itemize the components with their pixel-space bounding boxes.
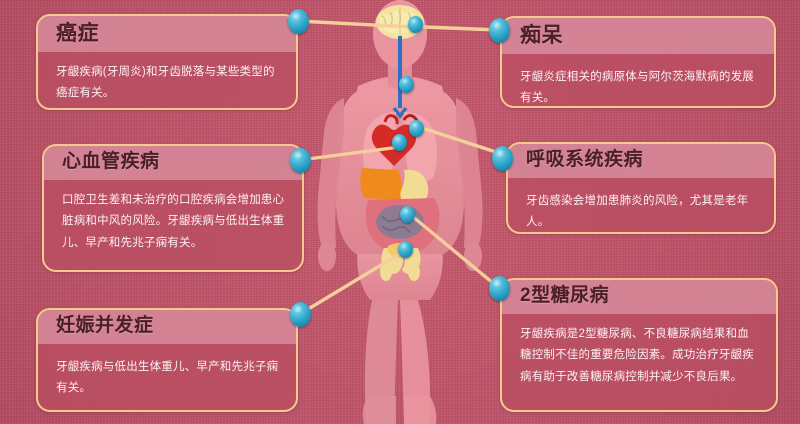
panel-respiratory-text: 牙齿感染会增加患肺炎的风险，尤其是老年人。 [526,195,749,229]
connector-dot-cancer[interactable] [288,9,309,34]
body-marker-pelvis[interactable] [398,241,413,258]
panel-cardiovascular-text: 口腔卫生差和未治疗的口腔疾病会增加患心脏病和中风的风险。牙龈疾病与低出生体重儿、… [62,194,285,249]
panel-cancer-header: 癌症 [38,16,296,53]
panel-diabetes-text: 牙龈疾病是2型糖尿病、不良糖尿病结果和血糖控制不佳的重要危险因素。成功治疗牙龈疾… [520,328,754,383]
body-marker-lung[interactable] [409,120,424,137]
organ-liver [360,168,402,200]
panel-cardiovascular-header: 心血管疾病 [44,146,302,180]
body-marker-throat[interactable] [399,76,414,93]
panel-dementia-title: 痴呆 [520,24,563,47]
body-marker-brain[interactable] [408,16,423,33]
panel-diabetes-title: 2型糖尿病 [520,285,610,307]
panel-cancer-text: 牙龈疾病(牙周炎)和牙齿脱落与某些类型的癌症有关。 [56,66,275,100]
body-marker-gut[interactable] [400,206,415,223]
panel-diabetes-header: 2型糖尿病 [502,280,776,314]
connector-dot-diabetes[interactable] [489,276,510,301]
panel-diabetes[interactable]: 2型糖尿病 牙龈疾病是2型糖尿病、不良糖尿病结果和血糖控制不佳的重要危险因素。成… [500,278,778,412]
panel-cardiovascular-title: 心血管疾病 [62,151,160,173]
panel-cancer-title: 癌症 [56,22,99,45]
panel-respiratory[interactable]: 呼吸系统疾病 牙齿感染会增加患肺炎的风险，尤其是老年人。 [506,142,776,234]
panel-dementia-text: 牙龈炎症相关的病原体与阿尔茨海默病的发展有关。 [520,71,754,105]
panel-pregnancy[interactable]: 妊娠并发症 牙龈疾病与低出生体重儿、早产和先兆子痫有关。 [36,308,298,412]
connector-dot-respiratory[interactable] [492,146,513,171]
panel-cancer[interactable]: 癌症 牙龈疾病(牙周炎)和牙齿脱落与某些类型的癌症有关。 [36,14,298,110]
panel-respiratory-header: 呼吸系统疾病 [508,144,774,178]
connector-dot-cardiovascular[interactable] [290,148,311,173]
panel-pregnancy-text: 牙龈疾病与低出生体重儿、早产和先兆子痫有关。 [56,361,279,395]
panel-pregnancy-title: 妊娠并发症 [56,315,154,337]
panel-cardiovascular[interactable]: 心血管疾病 口腔卫生差和未治疗的口腔疾病会增加患心脏病和中风的风险。牙龈疾病与低… [42,144,304,272]
organ-trachea [392,36,408,119]
body-marker-heart[interactable] [392,134,407,151]
figure-legs [362,290,437,424]
panel-dementia-header: 痴呆 [502,18,774,55]
panel-dementia[interactable]: 痴呆 牙龈炎症相关的病原体与阿尔茨海默病的发展有关。 [500,16,776,108]
connector-dot-pregnancy[interactable] [290,302,311,327]
connector-dot-dementia[interactable] [489,18,510,43]
panel-pregnancy-header: 妊娠并发症 [38,310,296,344]
panel-respiratory-title: 呼吸系统疾病 [526,149,644,171]
